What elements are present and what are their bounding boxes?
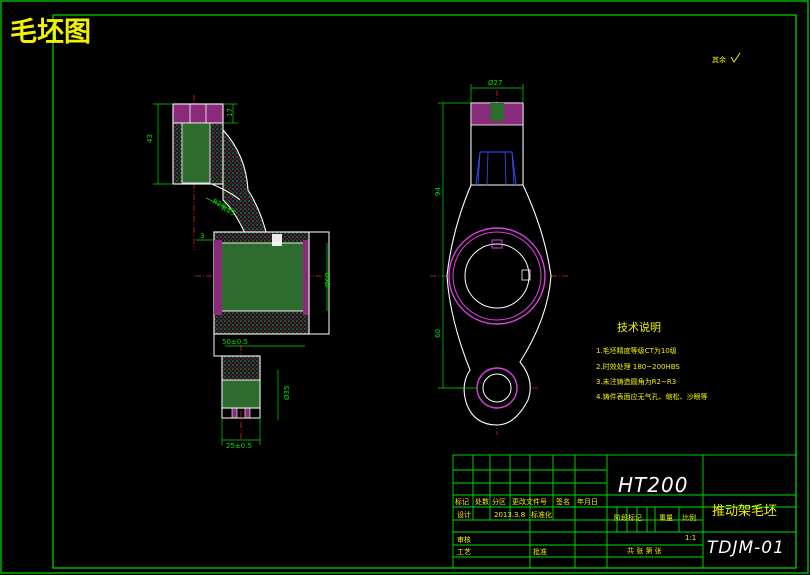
label-date: 年月日 <box>577 497 598 506</box>
tech-note-2: 2.时效处理 180~200HBS <box>596 362 680 371</box>
label-stage: 阶段标记 <box>614 513 642 522</box>
surface-roughness-note: 其余 <box>712 55 726 64</box>
label-zone: 分区 <box>492 497 506 506</box>
label-weight: 重量 <box>659 514 673 522</box>
section-view-left: 43 17 R28 R45 3 Ø60 50±0.5 Ø35 25±0.5 <box>146 95 332 450</box>
dim-top-diameter: Ø27 <box>488 79 502 87</box>
dim-diameter-60: Ø60 <box>324 273 332 287</box>
part-name-text: 推动架毛坯 <box>712 504 777 519</box>
dim-diameter-35: Ø35 <box>283 386 291 400</box>
dim-height-60: 60 <box>434 329 442 338</box>
label-doc-no: 更改文件号 <box>512 497 547 506</box>
sheets-text: 共 张 第 张 <box>627 546 662 555</box>
dim-offset-3: 3 <box>200 232 204 240</box>
label-process: 工艺 <box>457 548 471 556</box>
tech-notes-title: 技术说明 <box>617 320 661 334</box>
scale-value: 1:1 <box>685 534 696 542</box>
label-standardization: 标准化 <box>531 510 552 519</box>
technical-notes: 技术说明 1.毛坯精度等级CT为10级 2.时效处理 180~200HBS 3.… <box>596 320 708 401</box>
material-text: HT200 <box>618 473 688 497</box>
tech-note-4: 4.铸件表面应无气孔、缩松、沙眼等 <box>596 392 708 401</box>
dim-height-94: 94 <box>434 187 442 196</box>
front-view-right: Ø27 94 60 <box>430 79 570 435</box>
label-sign: 签名 <box>556 497 570 506</box>
design-date-value: 2013.3.8 <box>494 511 525 519</box>
drawing-title: 毛坯图 <box>10 17 91 48</box>
tech-note-1: 1.毛坯精度等级CT为10级 <box>596 346 677 355</box>
label-approve: 批准 <box>533 547 547 556</box>
label-count: 处数 <box>475 497 489 506</box>
inner-border <box>52 14 797 569</box>
dim-length-50: 50±0.5 <box>222 338 248 346</box>
label-scale: 比例 <box>682 513 696 522</box>
title-block <box>452 454 797 569</box>
dim-height-17: 17 <box>226 108 234 117</box>
dim-width-25: 25±0.5 <box>226 442 252 450</box>
label-design: 设计 <box>457 510 471 519</box>
label-review: 审核 <box>457 535 471 544</box>
dim-height-43: 43 <box>146 134 154 143</box>
tech-note-3: 3.未注铸造圆角为R2~R3 <box>596 377 676 386</box>
label-mark: 标记 <box>455 497 469 506</box>
drawing-number-text: TDJM-01 <box>707 538 785 558</box>
roughness-check-icon <box>730 52 741 63</box>
